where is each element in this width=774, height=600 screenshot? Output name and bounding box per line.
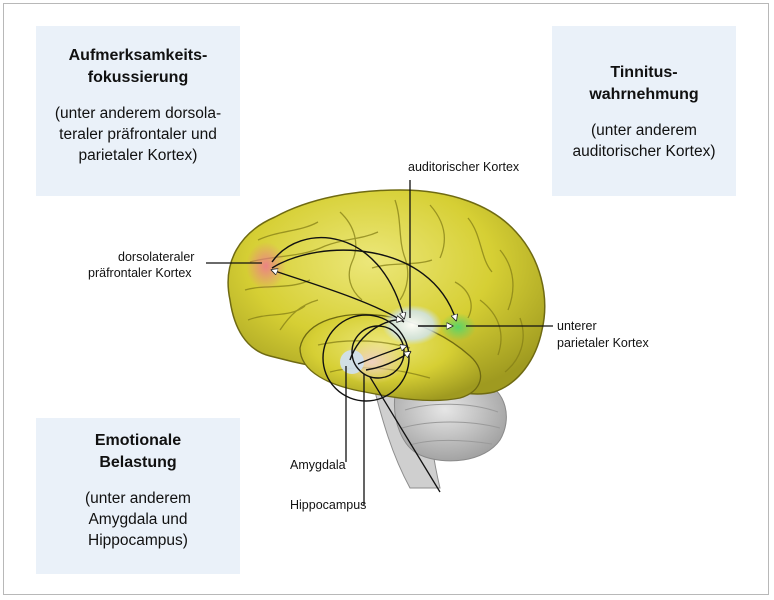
label-auditory-cortex: auditorischer Kortex xyxy=(408,160,520,174)
label-dlpfc-line1: dorsolateraler xyxy=(118,250,195,264)
auditory-highlight xyxy=(382,305,442,345)
emotion-sub-line1: (unter anderem xyxy=(85,490,191,507)
tinnitus-perception-box: Tinnitus- wahrnehmung (unter anderem aud… xyxy=(552,26,736,196)
prefrontal-highlight xyxy=(246,242,286,290)
tinnitus-title-line1: Tinnitus- xyxy=(610,64,678,81)
parietal-highlight xyxy=(440,313,476,341)
emotional-burden-box: Emotionale Belastung (unter anderem Amyg… xyxy=(36,418,240,574)
attention-sub-line2: teraler präfrontaler und xyxy=(59,126,217,143)
attention-title-line2: fokussierung xyxy=(87,69,189,86)
emotion-sub-line3: Hippocampus) xyxy=(88,532,188,549)
connection-lines xyxy=(272,236,456,402)
tinnitus-sub-line1: (unter anderem xyxy=(591,122,697,139)
emotion-title-line1: Emotionale xyxy=(94,432,182,449)
emotion-title-line2: Belastung xyxy=(99,454,177,471)
tinnitus-title-line2: wahrnehmung xyxy=(589,86,699,103)
tinnitus-sub-line2: auditorischer Kortex) xyxy=(572,143,716,160)
leader-lines xyxy=(206,180,553,505)
attention-sub-line1: (unter anderem dorsola- xyxy=(54,105,222,122)
label-parietal-line1: unterer xyxy=(557,319,597,333)
label-hippocampus: Hippocampus xyxy=(290,498,367,512)
attention-focus-box: Aufmerksamkeits- fokussierung (unter and… xyxy=(36,26,240,196)
label-parietal-line2: parietaler Kortex xyxy=(557,336,649,350)
attention-sub-line3: parietaler Kortex) xyxy=(78,147,198,164)
attention-title-line1: Aufmerksamkeits- xyxy=(68,47,208,64)
label-dlpfc-line2: präfrontaler Kortex xyxy=(88,266,192,280)
emotion-sub-line2: Amygdala und xyxy=(88,511,188,528)
label-amygdala: Amygdala xyxy=(290,458,346,472)
